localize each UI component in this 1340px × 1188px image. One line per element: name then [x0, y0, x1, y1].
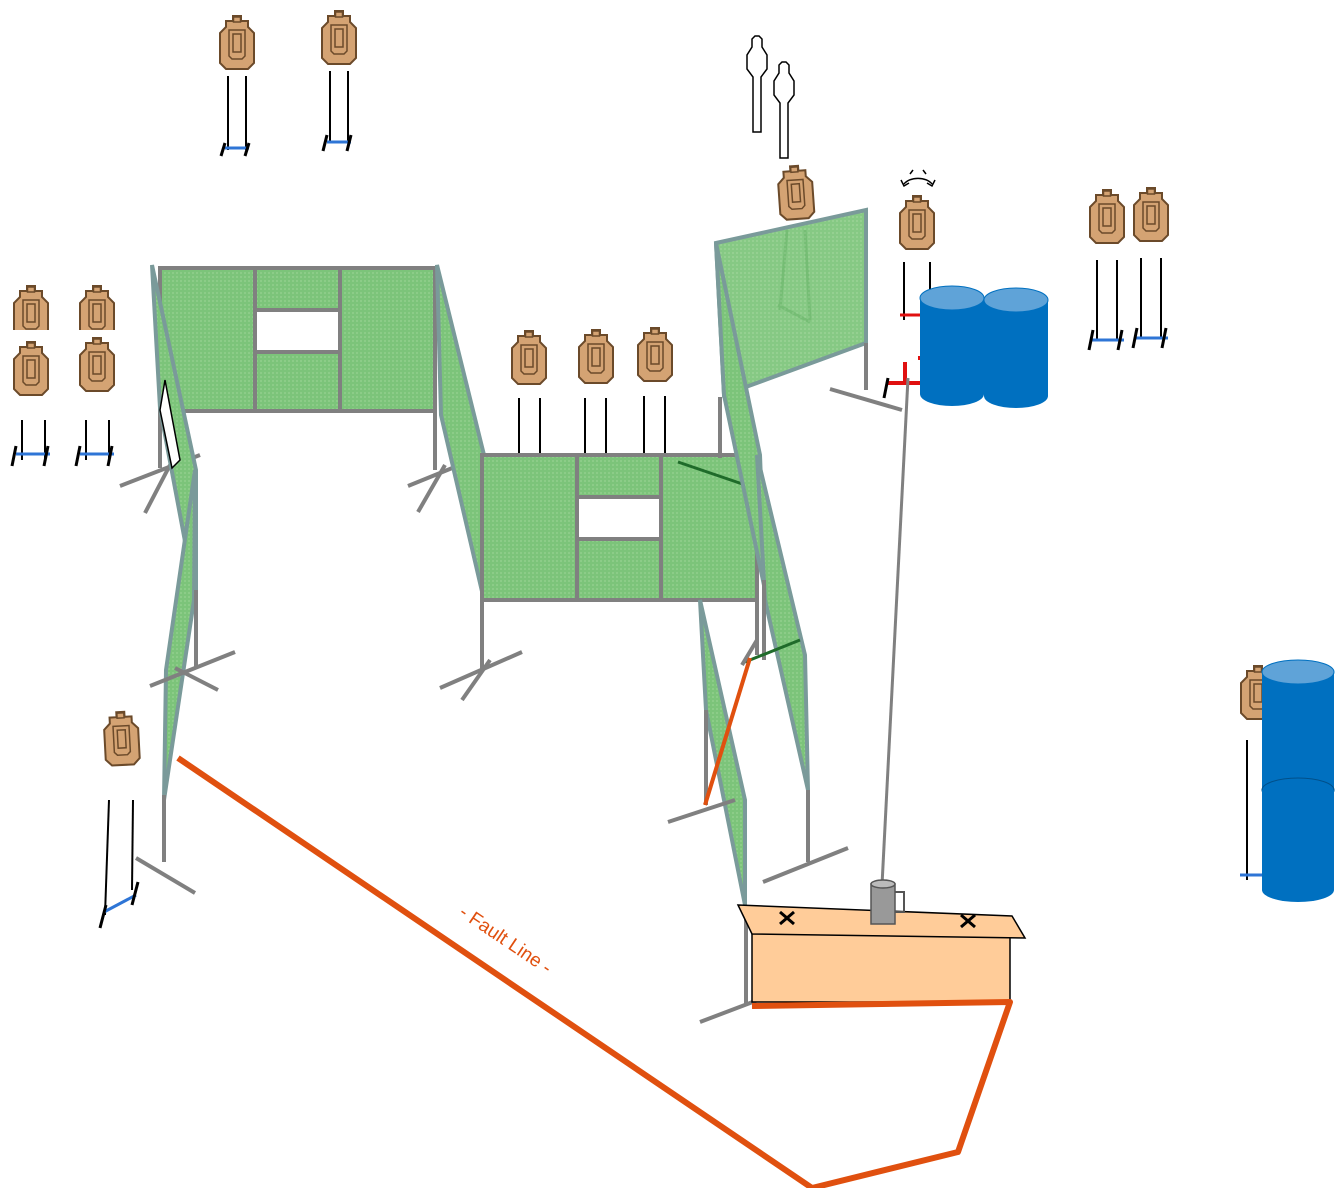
target-left-stack-2: [74, 285, 116, 467]
wall-diagonal-connector: [435, 264, 486, 601]
rotate-arrows-icon: [900, 169, 936, 188]
target-top-2: [321, 10, 357, 152]
no-shoot-1: [746, 35, 768, 133]
no-shoot-2: [773, 61, 795, 159]
target-top-1: [219, 15, 255, 157]
coffee-can-activator: [870, 879, 905, 925]
barrel-pair-left: [919, 285, 985, 406]
wall-window-1: [119, 266, 473, 514]
x-mark-right: [960, 913, 976, 929]
target-right-2: [1131, 187, 1169, 349]
wall-window-2: [439, 453, 761, 702]
activator-cable: [880, 377, 910, 886]
wall-left-front: [134, 264, 236, 895]
barrel-stack-right: [1261, 659, 1335, 902]
barrel-pair-right: [983, 287, 1049, 408]
fault-line: [176, 755, 1013, 1188]
target-behind-barrel-right: [1240, 665, 1276, 880]
fault-line-label: - Fault Line -: [455, 902, 555, 979]
x-mark-left: [779, 910, 795, 926]
target-left-stack-1: [10, 285, 50, 467]
target-right-1: [1087, 189, 1125, 351]
target-left-front: [98, 710, 142, 929]
